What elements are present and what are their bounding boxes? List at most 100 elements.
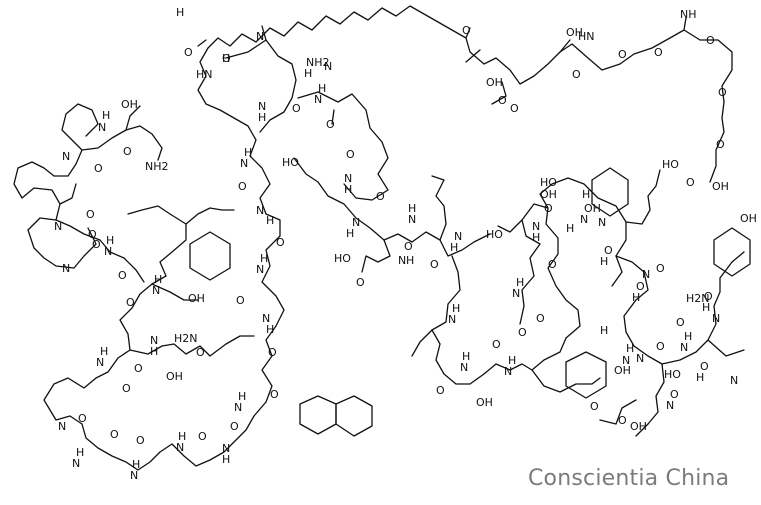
atom-label: N (598, 216, 606, 229)
atom-label: N (256, 263, 264, 276)
atom-label: O (134, 362, 143, 375)
atom-label: HO (486, 228, 503, 241)
atom-label: H (154, 273, 162, 286)
atom-label: O (718, 86, 727, 99)
atom-label: O (222, 52, 231, 65)
atom-label: N (130, 469, 138, 482)
atom-label: OH (630, 420, 647, 433)
atom-label: H (178, 430, 186, 443)
atom-label: N (150, 334, 158, 347)
atom-label: H (600, 255, 608, 268)
atom-label: H (684, 330, 692, 343)
atom-label: O (548, 258, 557, 271)
atom-label: O (686, 176, 695, 189)
atom-label: O (356, 276, 365, 289)
atom-label: O (462, 24, 471, 37)
atom-label: OH (740, 212, 757, 225)
atom-label: O (276, 236, 285, 249)
atom-label: N (72, 457, 80, 470)
atom-label: O (198, 430, 207, 443)
atom-label: N (258, 100, 266, 113)
atom-label: H (346, 227, 354, 240)
atom-label: N (448, 313, 456, 326)
atom-label: H (100, 345, 108, 358)
atom-label: HO (540, 176, 557, 189)
atom-label: H (304, 67, 312, 80)
atom-label: O (86, 208, 95, 221)
atom-label: H (318, 82, 326, 95)
atom-label: O (136, 434, 145, 447)
atom-label: HN (196, 68, 213, 81)
atom-label: H (532, 231, 540, 244)
atom-label: H (452, 302, 460, 315)
atom-label: N (454, 230, 462, 243)
atom-label: O (670, 388, 679, 401)
atom-labels: OH H N O NH2 O N O N O N O H N O H N O O… (54, 6, 757, 482)
atom-label: O (436, 384, 445, 397)
atom-label: H (626, 342, 634, 355)
atom-label: N (98, 121, 106, 134)
atom-label: H (222, 52, 230, 65)
atom-label: HO (664, 368, 681, 381)
atom-label: O (590, 400, 599, 413)
atom-label: H (150, 345, 158, 358)
atom-label: N (352, 216, 360, 229)
atom-label: O (88, 228, 97, 241)
atom-label: O (636, 280, 645, 293)
atom-label: O (676, 316, 685, 329)
atom-label: OH (540, 188, 557, 201)
atom-label: O (123, 145, 132, 158)
atom-label: H (258, 111, 266, 124)
atom-label: OH (712, 180, 729, 193)
atom-label: N (222, 442, 230, 455)
atom-label: N (504, 365, 512, 378)
atom-label: O (238, 180, 247, 193)
atom-label: H (176, 6, 184, 19)
atom-label: H (406, 254, 414, 267)
atom-label: H (600, 324, 608, 337)
atom-label: N (532, 220, 540, 233)
atom-label: O (618, 414, 627, 427)
atom-label: N (262, 312, 270, 325)
atom-label: O (706, 34, 715, 47)
atom-label: N (730, 374, 738, 387)
atom-label: N (314, 93, 322, 106)
atom-label: NH2 (306, 56, 330, 69)
atom-label: OH (166, 370, 183, 383)
atom-label: N (96, 356, 104, 369)
atom-label: H (632, 291, 640, 304)
atom-label: O (376, 190, 385, 203)
atom-label: O (498, 94, 507, 107)
atom-label: H (222, 453, 230, 466)
atom-label: O (326, 118, 335, 131)
atom-label: O (78, 412, 87, 425)
atom-label: O (230, 420, 239, 433)
atom-label: HO (334, 252, 351, 265)
atom-label: N (176, 441, 184, 454)
atom-label: HO (282, 156, 299, 169)
atom-label: N (324, 60, 332, 73)
atom-label: N (408, 213, 416, 226)
atom-label: H (266, 323, 274, 336)
atom-label: H (516, 276, 524, 289)
atom-label: O (604, 244, 613, 257)
atom-label: H (408, 202, 416, 215)
atom-label: OH (188, 292, 205, 305)
atom-label: N (512, 287, 520, 300)
atom-label: O (94, 162, 103, 175)
atom-label: N (54, 220, 62, 233)
atom-label: H (508, 354, 516, 367)
atom-label: O (656, 340, 665, 353)
atom-label: H (566, 222, 574, 235)
atom-label: O (430, 258, 439, 271)
atom-label: O (510, 102, 519, 115)
atom-label: O (196, 346, 205, 359)
atom-label: O (700, 360, 709, 373)
bond-skeleton (13, 5, 751, 471)
atom-label: O (110, 428, 119, 441)
atom-label: H (260, 252, 268, 265)
atom-label: O (292, 102, 301, 115)
atom-label: H (696, 371, 704, 384)
atom-label: O (544, 202, 553, 215)
atom-label: N (666, 399, 674, 412)
